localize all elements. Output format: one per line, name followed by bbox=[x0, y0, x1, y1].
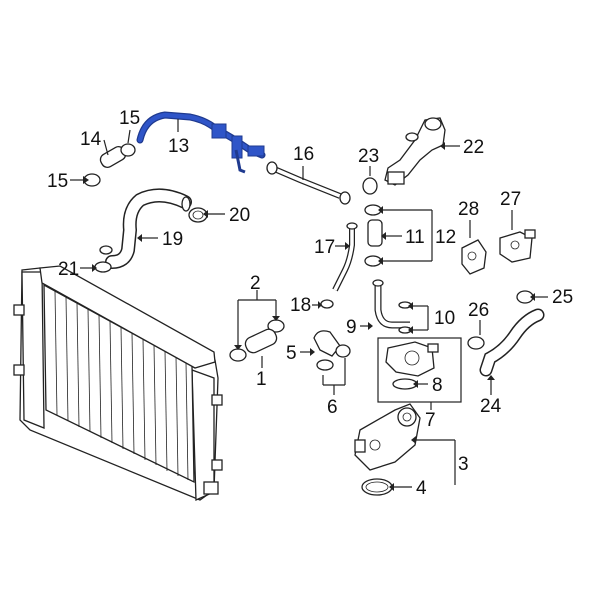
pipe-16 bbox=[266, 161, 351, 205]
coolant-pipe-13-highlighted bbox=[136, 111, 266, 174]
hose-24 bbox=[479, 308, 545, 377]
callout-19: 19 bbox=[162, 229, 183, 250]
callout-4: 4 bbox=[416, 478, 427, 499]
callout-26: 26 bbox=[468, 300, 489, 321]
clamp-21 bbox=[94, 261, 112, 273]
callout-15-left: 15 bbox=[47, 171, 68, 192]
callout-24: 24 bbox=[480, 396, 502, 417]
thermostat-kit-7 bbox=[377, 337, 462, 403]
callout-7: 7 bbox=[425, 410, 436, 431]
hose-14-with-clamps bbox=[83, 143, 136, 187]
hose-19 bbox=[99, 188, 192, 269]
callout-14: 14 bbox=[80, 129, 102, 150]
callout-13: 13 bbox=[168, 136, 189, 157]
callout-27: 27 bbox=[500, 189, 521, 210]
pipe-17 bbox=[332, 222, 358, 292]
hose-11-with-clamps-12 bbox=[364, 204, 383, 267]
callout-labels: 13 14 15 15 16 19 20 21 23 22 28 27 11 1… bbox=[47, 108, 573, 499]
callout-12: 12 bbox=[435, 227, 456, 248]
radiator bbox=[13, 265, 223, 501]
housing-22 bbox=[384, 117, 446, 186]
callout-3: 3 bbox=[458, 454, 469, 475]
clamp-20 bbox=[188, 207, 208, 223]
bracket-28 bbox=[461, 239, 487, 275]
sensor-27 bbox=[499, 229, 536, 263]
callout-15-top: 15 bbox=[119, 108, 140, 129]
seal-18 bbox=[320, 299, 334, 309]
callout-16: 16 bbox=[293, 144, 314, 165]
callout-18: 18 bbox=[290, 295, 311, 316]
callout-10: 10 bbox=[434, 308, 455, 329]
callout-28: 28 bbox=[458, 199, 479, 220]
callout-20: 20 bbox=[229, 205, 250, 226]
callout-6: 6 bbox=[327, 397, 338, 418]
callout-11: 11 bbox=[405, 227, 425, 248]
hose-5-with-clamps-6 bbox=[313, 330, 351, 371]
callout-9: 9 bbox=[346, 317, 357, 338]
water-pump-3 bbox=[354, 403, 421, 471]
callout-1: 1 bbox=[256, 369, 267, 390]
oring-10a bbox=[398, 301, 412, 309]
callout-17: 17 bbox=[314, 237, 335, 258]
callout-5: 5 bbox=[286, 343, 297, 364]
callout-25: 25 bbox=[552, 287, 573, 308]
clamp-26 bbox=[467, 336, 485, 350]
callout-2: 2 bbox=[250, 273, 261, 294]
gasket-4 bbox=[361, 478, 393, 496]
callout-23: 23 bbox=[358, 146, 379, 167]
callout-8: 8 bbox=[432, 375, 443, 396]
pipe-9 bbox=[372, 279, 410, 329]
callout-21: 21 bbox=[58, 259, 79, 280]
seal-23 bbox=[362, 177, 378, 195]
callout-22: 22 bbox=[463, 137, 484, 158]
